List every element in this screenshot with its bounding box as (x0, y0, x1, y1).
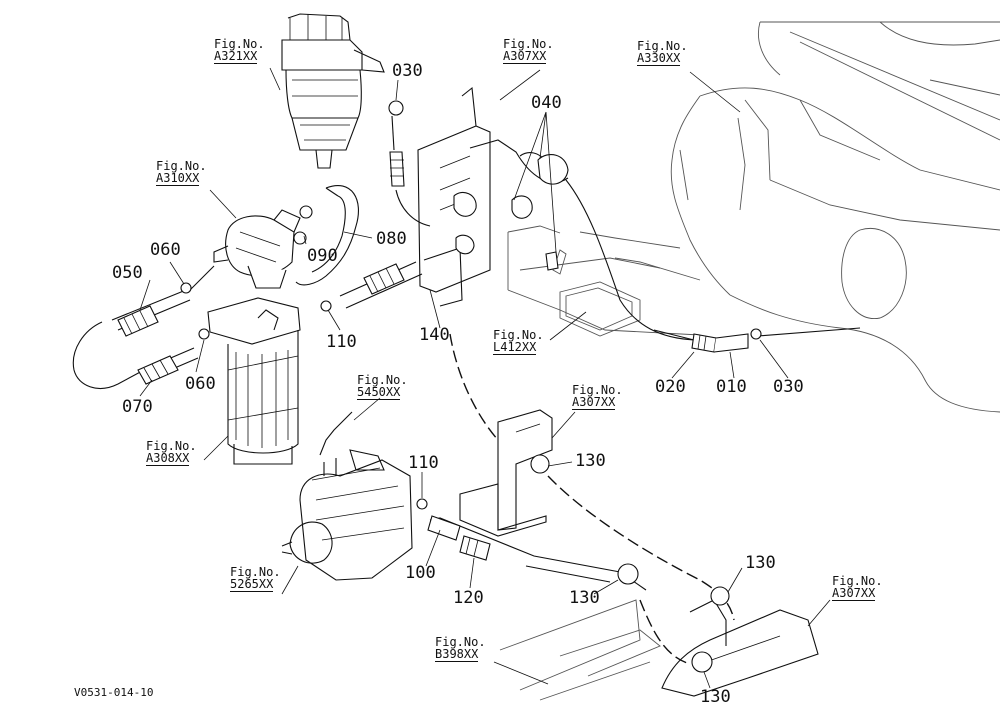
figure-ref-number: A310XX (156, 171, 200, 186)
figure-ref-number: A307XX (503, 49, 547, 64)
drawing-code: V0531-014-10 (74, 686, 154, 699)
part-number-p130-c: 130 (745, 553, 776, 573)
part-number-p090: 090 (307, 246, 338, 266)
part-number-p030-right: 030 (773, 377, 804, 397)
bracket-bottom (661, 599, 819, 697)
part-number-p130-d: 130 (700, 687, 731, 707)
figure-ref-number: A308XX (146, 451, 190, 466)
figure-ref-number: 5450XX (357, 385, 401, 400)
figure-ref-fig-a307-mid: Fig.No.A307XX (572, 384, 623, 410)
part-number-p050: 050 (112, 263, 143, 283)
spring-sleeves (117, 151, 749, 561)
figure-ref-label: Fig.No. (214, 37, 265, 51)
part-number-p040: 040 (531, 93, 562, 113)
figure-ref-fig-b398: Fig.No.B398XX (435, 636, 486, 662)
figure-ref-label: Fig.No. (156, 159, 207, 173)
figure-ref-number: A321XX (214, 49, 258, 64)
figure-ref-fig-l412: Fig.No.L412XX (493, 329, 544, 355)
figure-ref-number: A307XX (572, 395, 616, 410)
figure-ref-label: Fig.No. (435, 635, 486, 649)
figure-ref-label: Fig.No. (357, 373, 408, 387)
part-number-p020: 020 (655, 377, 686, 397)
figure-ref-number: A307XX (832, 586, 876, 601)
part-number-p110-top: 110 (326, 332, 357, 352)
part-number-p110-bot: 110 (408, 453, 439, 473)
figure-ref-label: Fig.No. (146, 439, 197, 453)
figure-ref-label: Fig.No. (637, 39, 688, 53)
figure-ref-number: 5265XX (230, 577, 274, 592)
fuel-lines (72, 139, 861, 665)
figure-ref-number: B398XX (435, 647, 479, 662)
leader-lines (139, 67, 831, 689)
part-number-p030-top: 030 (392, 61, 423, 81)
fuel-pump (213, 209, 301, 289)
figure-ref-fig-5265: Fig.No.5265XX (230, 566, 281, 592)
frame-plate (507, 225, 701, 337)
hose-080 (295, 185, 359, 286)
figure-ref-fig-a330: Fig.No.A330XX (637, 40, 688, 66)
part-number-p070: 070 (122, 397, 153, 417)
part-number-p080: 080 (376, 229, 407, 249)
part-number-p140: 140 (419, 325, 450, 345)
part-number-p060-top: 060 (150, 240, 181, 260)
part-number-p130-b: 130 (569, 588, 600, 608)
figure-ref-number: L412XX (493, 340, 537, 355)
figure-ref-fig-a308: Fig.No.A308XX (146, 440, 197, 466)
figure-ref-fig-a307-bot: Fig.No.A307XX (832, 575, 883, 601)
figure-ref-fig-a307-top: Fig.No.A307XX (503, 38, 554, 64)
part-number-p100: 100 (405, 563, 436, 583)
fuel-filter-top (281, 13, 385, 169)
figure-ref-label: Fig.No. (503, 37, 554, 51)
figure-ref-number: A330XX (637, 51, 681, 66)
part-number-p060-bot: 060 (185, 374, 216, 394)
frame-bottom (499, 599, 661, 701)
figure-ref-fig-a310: Fig.No.A310XX (156, 160, 207, 186)
engine-block-outline (670, 21, 1000, 413)
figure-ref-label: Fig.No. (493, 328, 544, 342)
part-number-p010: 010 (716, 377, 747, 397)
figure-ref-label: Fig.No. (230, 565, 281, 579)
part-number-p130-a: 130 (575, 451, 606, 471)
figure-ref-label: Fig.No. (572, 383, 623, 397)
figure-ref-label: Fig.No. (832, 574, 883, 588)
injection-pump (281, 411, 413, 581)
fuel-filter-bottom (207, 297, 301, 465)
figure-ref-fig-a321: Fig.No.A321XX (214, 38, 265, 64)
part-number-p120: 120 (453, 588, 484, 608)
figure-ref-fig-5450: Fig.No.5450XX (357, 374, 408, 400)
bracket-top (417, 86, 491, 307)
